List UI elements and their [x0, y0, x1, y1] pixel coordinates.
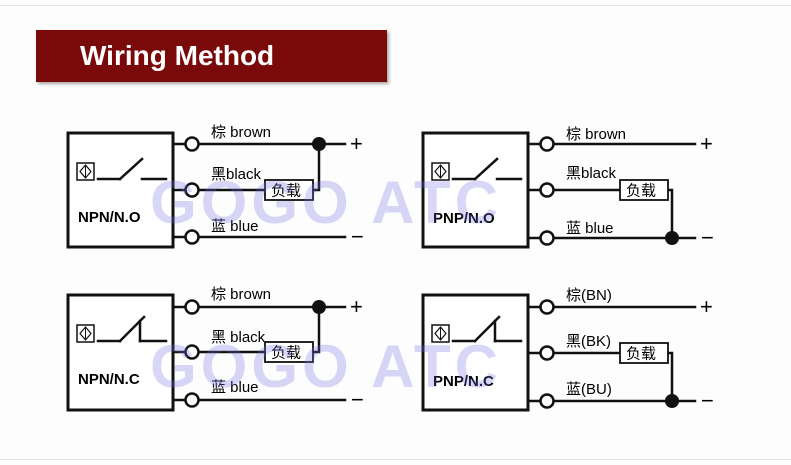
sensor-symbol-icon: [76, 324, 95, 343]
top-divider: [0, 5, 791, 6]
minus-sign: −: [701, 225, 714, 250]
sensor-box-npn-nc: [66, 293, 175, 412]
sensor-type-label-pnp-nc: PNP/N.C: [433, 373, 494, 390]
load-label: 负载: [626, 346, 656, 363]
plus-sign: +: [700, 294, 713, 319]
load-label: 负载: [271, 345, 301, 362]
header-banner: Wiring Method: [36, 30, 387, 82]
wire-label-black: 黑black: [566, 165, 617, 182]
wire-load-return: [668, 351, 674, 401]
sensor-symbol-icon: [76, 162, 95, 181]
terminal-circle-brown: [184, 136, 200, 152]
wire-label-brown: 棕 brown: [211, 286, 271, 303]
plus-sign: +: [350, 131, 363, 156]
junction-dot: [665, 231, 679, 245]
switch-blade-icon: [118, 157, 144, 181]
load-label: 负载: [271, 183, 301, 200]
switch-blade-icon: [473, 157, 499, 181]
sensor-type-label-pnp-no: PNP/N.O: [433, 210, 495, 227]
wire-label-brown: 棕 brown: [211, 124, 271, 141]
sensor-box-npn-no: [66, 131, 175, 249]
terminal-circle-black: [184, 182, 200, 198]
wire-load-return: [668, 188, 674, 238]
sensor-symbol-icon: [431, 162, 450, 181]
wire-label-brown: 棕 brown: [566, 126, 626, 143]
wire-load-return: [313, 144, 321, 192]
terminal-circle-brown: [539, 136, 555, 152]
wire-label-brown: 棕(BN): [566, 287, 612, 304]
terminal-circle-black: [184, 344, 200, 360]
sensor-box-pnp-no: [421, 131, 530, 249]
header-title: Wiring Method: [80, 40, 275, 71]
wire-label-black: 黑black: [211, 166, 262, 183]
terminal-circle-blue: [539, 393, 555, 409]
terminal-circle-blue: [539, 230, 555, 246]
terminal-circle-brown: [184, 299, 200, 315]
minus-sign: −: [351, 224, 364, 249]
sensor-type-label-npn-no: NPN/N.O: [78, 209, 141, 226]
wire-label-black: 黑(BK): [566, 333, 611, 350]
wire-load-return: [313, 307, 321, 354]
sensor-symbol-icon: [431, 324, 450, 343]
plus-sign: +: [350, 294, 363, 319]
load-label: 负载: [626, 183, 656, 200]
bottom-divider: [0, 459, 791, 460]
terminal-circle-blue: [184, 229, 200, 245]
terminal-circle-black: [539, 182, 555, 198]
wire-label-blue: 蓝 blue: [211, 218, 259, 235]
minus-sign: −: [701, 388, 714, 413]
terminal-circle-black: [539, 345, 555, 361]
sensor-box-pnp-nc: [421, 293, 530, 412]
plus-sign: +: [700, 131, 713, 156]
sensor-type-label-npn-nc: NPN/N.C: [78, 371, 140, 388]
wire-label-blue: 蓝 blue: [566, 220, 614, 237]
junction-dot: [665, 394, 679, 408]
wire-label-black: 黑 black: [211, 329, 266, 346]
wire-label-blue: 蓝 blue: [211, 379, 259, 396]
minus-sign: −: [351, 387, 364, 412]
wire-label-blue: 蓝(BU): [566, 381, 612, 398]
terminal-circle-blue: [184, 392, 200, 408]
terminal-circle-brown: [539, 299, 555, 315]
